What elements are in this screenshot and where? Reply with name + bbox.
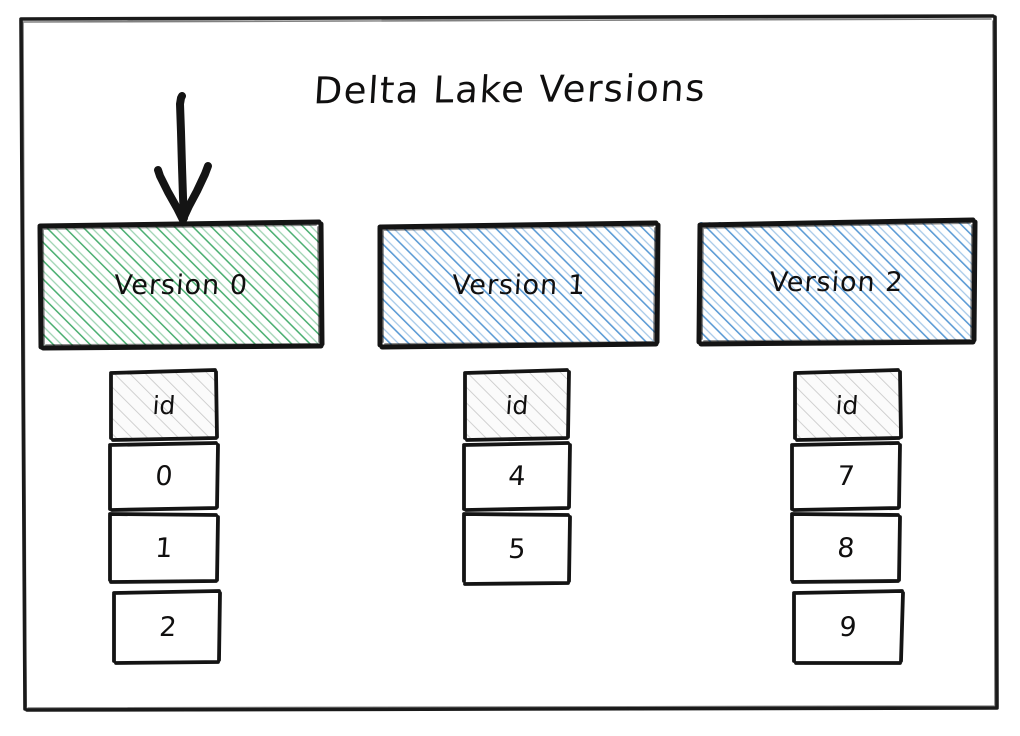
table-row: 5 bbox=[462, 511, 572, 587]
table-1-cell-0: 4 bbox=[507, 461, 527, 492]
table-2-cell-1: 8 bbox=[836, 532, 856, 564]
table-0-cell-1: 1 bbox=[154, 532, 174, 564]
table-0-header-cell: id bbox=[108, 368, 220, 442]
table-row: 0 bbox=[108, 441, 220, 512]
table-1-header-cell: id bbox=[462, 368, 572, 442]
version-box-0[interactable]: Version 0 bbox=[36, 218, 326, 352]
table-2-cell-0: 7 bbox=[836, 461, 856, 492]
table-0-cell-2: 2 bbox=[158, 611, 178, 643]
table-2-header-text: id bbox=[834, 390, 860, 420]
table-0-cell-0: 0 bbox=[154, 461, 174, 492]
table-1-header-text: id bbox=[504, 390, 530, 420]
version-box-1-label: Version 1 bbox=[450, 269, 588, 301]
table-2-header-cell: id bbox=[792, 368, 903, 442]
table-row: 7 bbox=[790, 441, 902, 512]
table-row: 2 bbox=[112, 588, 224, 666]
table-row: 9 bbox=[792, 588, 905, 666]
table-1-cell-1: 5 bbox=[507, 533, 527, 565]
table-0-header-text: id bbox=[151, 390, 177, 420]
version-box-2[interactable]: Version 2 bbox=[694, 216, 979, 348]
version-box-2-label: Version 2 bbox=[768, 266, 905, 298]
table-row: 4 bbox=[462, 441, 572, 512]
version-box-1[interactable]: Version 1 bbox=[376, 220, 662, 350]
table-row: 8 bbox=[790, 511, 902, 585]
version-box-0-label: Version 0 bbox=[112, 269, 250, 301]
table-row: 1 bbox=[108, 511, 220, 585]
table-2-cell-2: 9 bbox=[838, 611, 858, 643]
down-arrow-icon bbox=[154, 92, 212, 224]
